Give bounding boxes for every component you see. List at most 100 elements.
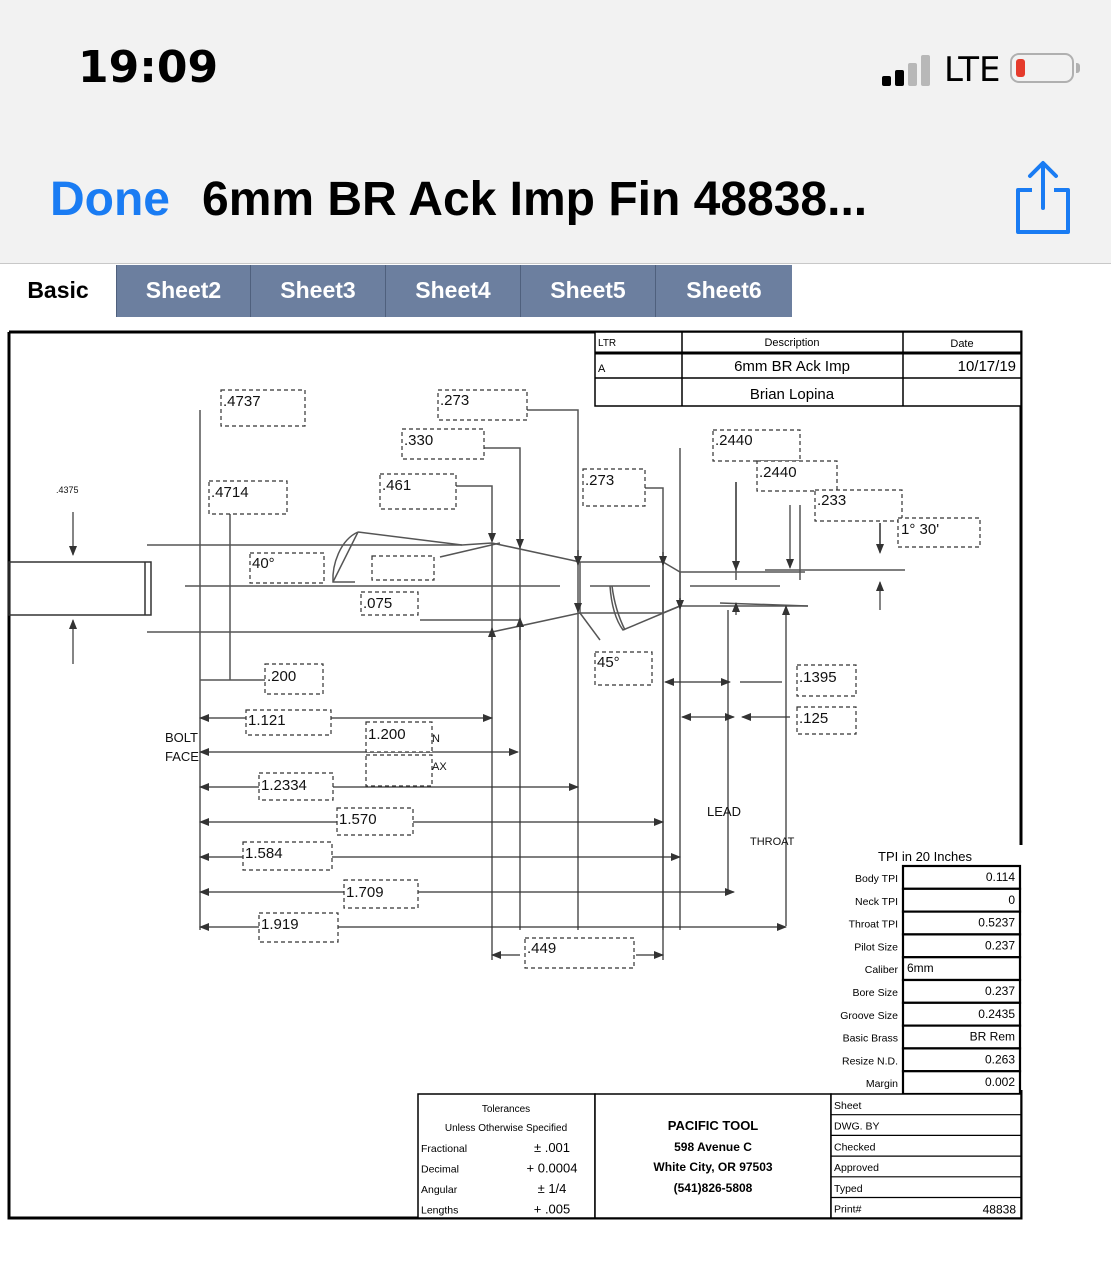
dim-label: .4714 (211, 484, 249, 501)
network-type: LTE (944, 50, 1001, 90)
tpi-row-value: 0.114 (986, 870, 1015, 884)
tab-sheet4[interactable]: Sheet4 (385, 265, 520, 317)
tpi-value-cell (901, 887, 1022, 913)
dim-label: .449 (527, 940, 556, 957)
clock: 19:09 (78, 42, 219, 93)
dim-label: .200 (267, 668, 296, 685)
throat-label: THROAT (750, 836, 795, 848)
rev-ltr: A (598, 363, 606, 375)
dim-label: .233 (817, 492, 846, 509)
tpi-row-label: Caliber (865, 964, 899, 976)
dim-label: .273 (585, 472, 614, 489)
dim-label: 1.121 (248, 712, 286, 729)
tpi-row-value: 6mm (907, 961, 934, 975)
dim-label: 1.919 (261, 916, 299, 933)
battery-icon (1010, 53, 1080, 83)
rev-date: 10/17/19 (958, 358, 1016, 375)
signal-strength-icon (882, 54, 934, 86)
drawing-sheet[interactable]: LTR Description Date A 6mm BR Ack Imp 10… (0, 318, 1111, 1258)
tpi-row-value: 0 (1008, 893, 1015, 907)
dim-label: .125 (799, 710, 828, 727)
signoff-value: 48838 (983, 1203, 1017, 1217)
tpi-row-value: 0.263 (985, 1052, 1015, 1066)
status-bar: 19:09 LTE (0, 0, 1111, 130)
tolerance-label: Lengths (421, 1205, 458, 1217)
share-icon[interactable] (1010, 160, 1076, 236)
dim-label: .273 (440, 392, 469, 409)
lead-label: LEAD (707, 804, 741, 819)
signoff-label: Print# (834, 1204, 862, 1216)
done-button[interactable]: Done (50, 173, 170, 226)
signoff-label: DWG. BY (834, 1121, 880, 1133)
dim-label: 45° (597, 654, 620, 671)
dim-label: 1° 30' (901, 521, 939, 538)
tpi-row-value: 0.237 (985, 938, 1015, 952)
tolerances-subtitle: Unless Otherwise Specified (445, 1123, 567, 1134)
tolerance-label: Fractional (421, 1143, 467, 1155)
tab-sheet3[interactable]: Sheet3 (250, 265, 385, 317)
dim-label: .4375 (56, 485, 79, 495)
tpi-row-label: Resize N.D. (842, 1055, 898, 1067)
dimension-boxes (208, 389, 981, 969)
tpi-row-label: Pilot Size (854, 941, 898, 953)
tpi-row-label: Margin (866, 1078, 898, 1090)
tolerances-title: Tolerances (482, 1104, 530, 1115)
tab-basic[interactable]: Basic (0, 265, 116, 317)
rev-header-date: Date (950, 338, 973, 350)
tab-sheet5[interactable]: Sheet5 (520, 265, 655, 317)
tolerance-label: Decimal (421, 1164, 459, 1176)
dim-label: .461 (382, 477, 411, 494)
tpi-row-value: 0.237 (985, 984, 1015, 998)
dim-label: .2440 (715, 432, 753, 449)
dim-label: .330 (404, 432, 433, 449)
sheet-tabs: Basic Sheet2 Sheet3 Sheet4 Sheet5 Sheet6 (0, 265, 1111, 317)
company-city: White City, OR 97503 (653, 1160, 772, 1174)
company-phone: (541)826-5808 (674, 1181, 753, 1195)
tpi-row-label: Basic Brass (843, 1033, 898, 1045)
dim-label: AX (432, 761, 447, 773)
dim-label: N (432, 733, 440, 745)
rev-description: 6mm BR Ack Imp (734, 358, 850, 375)
dim-label: 1.570 (339, 811, 377, 828)
signoff-label: Typed (834, 1183, 863, 1195)
nav-bar: Done 6mm BR Ack Imp Fin 48838... (0, 130, 1111, 264)
document-title: 6mm BR Ack Imp Fin 48838... (202, 173, 868, 226)
tpi-row-value: 0.2435 (978, 1007, 1015, 1021)
reamer-profile (8, 409, 905, 960)
tolerance-value: ± 1/4 (538, 1181, 567, 1196)
tpi-row-label: Bore Size (852, 987, 898, 999)
tpi-row-label: Body TPI (855, 873, 898, 885)
signoff-label: Approved (834, 1162, 879, 1174)
tpi-row-value: 0.5237 (978, 916, 1015, 930)
dim-label: .2440 (759, 464, 797, 481)
dim-label: .1395 (799, 669, 837, 686)
company-name: PACIFIC TOOL (668, 1118, 759, 1133)
tpi-row-value: BR Rem (970, 1030, 1015, 1044)
tab-sheet2[interactable]: Sheet2 (116, 265, 250, 317)
rev-header-ltr: LTR (598, 338, 616, 349)
rev-author: Brian Lopina (750, 386, 835, 403)
dim-label: 1.709 (346, 884, 384, 901)
tpi-title: TPI in 20 Inches (878, 849, 972, 864)
tolerance-value: + .005 (534, 1202, 571, 1217)
dimension-arrows (69, 482, 884, 959)
tolerance-label: Angular (421, 1184, 458, 1196)
dim-label: 1.200 (368, 726, 406, 743)
dim-label: .4737 (223, 393, 261, 410)
dim-label: 1.584 (245, 845, 283, 862)
tpi-row-label: Neck TPI (855, 896, 898, 908)
tolerance-value: + 0.0004 (527, 1161, 578, 1176)
tab-sheet6[interactable]: Sheet6 (655, 265, 792, 317)
dim-label: .075 (363, 595, 392, 612)
dim-label: 1.2334 (261, 777, 307, 794)
revision-block: LTR Description Date A 6mm BR Ack Imp 10… (594, 331, 1022, 407)
tolerances-block: Tolerances Unless Otherwise Specified Fr… (417, 1093, 596, 1219)
tpi-row-value: 0.002 (985, 1075, 1015, 1089)
signoff-label: Sheet (834, 1100, 862, 1112)
tpi-row-label: Groove Size (840, 1010, 898, 1022)
rev-header-description: Description (764, 337, 819, 349)
tolerance-value: ± .001 (534, 1140, 570, 1155)
company-address: 598 Avenue C (674, 1140, 752, 1154)
